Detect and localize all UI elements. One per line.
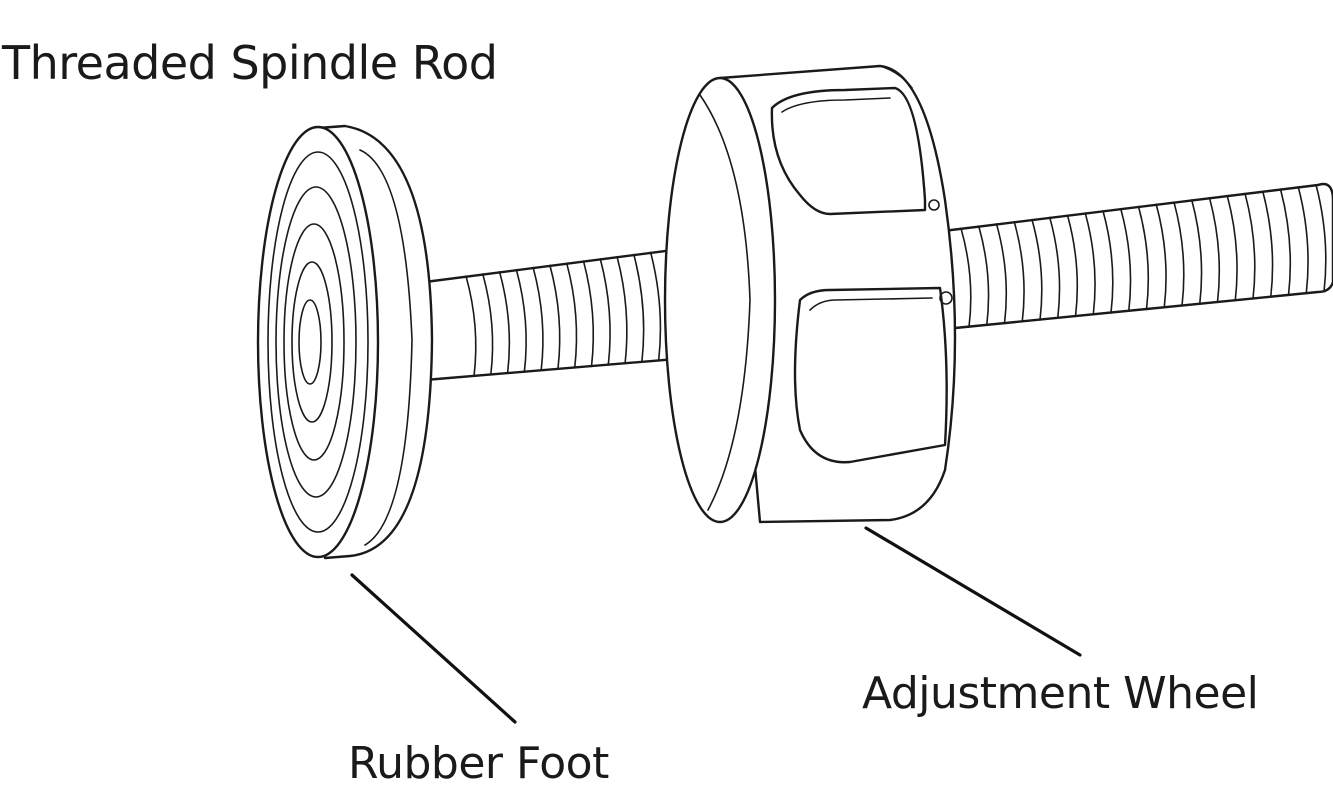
rod-threads-right <box>960 183 1327 328</box>
thread-ridge <box>1119 207 1132 312</box>
thread-ridge <box>1155 203 1167 309</box>
thread-ridge <box>960 227 972 328</box>
thread-ridge <box>1208 197 1221 304</box>
rubber-foot-label: Rubber Foot <box>348 738 609 789</box>
thread-ridge <box>1315 183 1327 293</box>
thread-ridge <box>1013 220 1025 323</box>
thread-ridge <box>977 225 990 327</box>
thread-ridge <box>498 271 511 375</box>
thread-ridge <box>649 251 662 362</box>
thread-ridge <box>633 253 645 363</box>
threaded-rod-right <box>933 182 1333 332</box>
thread-ridge <box>616 255 628 365</box>
thread-ridge <box>1297 186 1309 295</box>
thread-ridge <box>565 262 578 369</box>
thread-ridge <box>549 264 561 371</box>
thread-ridge <box>1244 192 1256 300</box>
thread-ridge <box>995 223 1008 325</box>
thread-ridge <box>465 275 477 378</box>
thread-ridge <box>1031 218 1043 321</box>
rubber-foot <box>256 124 434 560</box>
rubber-foot-leader-line <box>350 573 517 724</box>
thread-ridge <box>1084 212 1096 316</box>
thread-ridge <box>1226 194 1238 302</box>
thread-ridge <box>1066 214 1079 318</box>
threaded-spindle-rod-label: Threaded Spindle Rod <box>2 36 498 90</box>
adjustment-wheel <box>663 64 957 524</box>
thread-ridge <box>1173 201 1185 307</box>
thread-ridge <box>1137 205 1150 311</box>
thread-ridge <box>599 258 611 366</box>
thread-ridge <box>1102 210 1114 314</box>
thread-ridge <box>582 260 595 368</box>
thread-ridge <box>1279 188 1292 297</box>
thread-ridge <box>1261 190 1274 298</box>
thread-ridge <box>1190 199 1203 305</box>
thread-ridge <box>532 266 544 372</box>
adjustment-wheel-label: Adjustment Wheel <box>862 668 1259 719</box>
adjustment-wheel-leader-line <box>864 526 1082 657</box>
thread-ridge <box>481 273 494 376</box>
thread-ridge <box>1048 216 1061 320</box>
thread-ridge <box>515 268 527 373</box>
